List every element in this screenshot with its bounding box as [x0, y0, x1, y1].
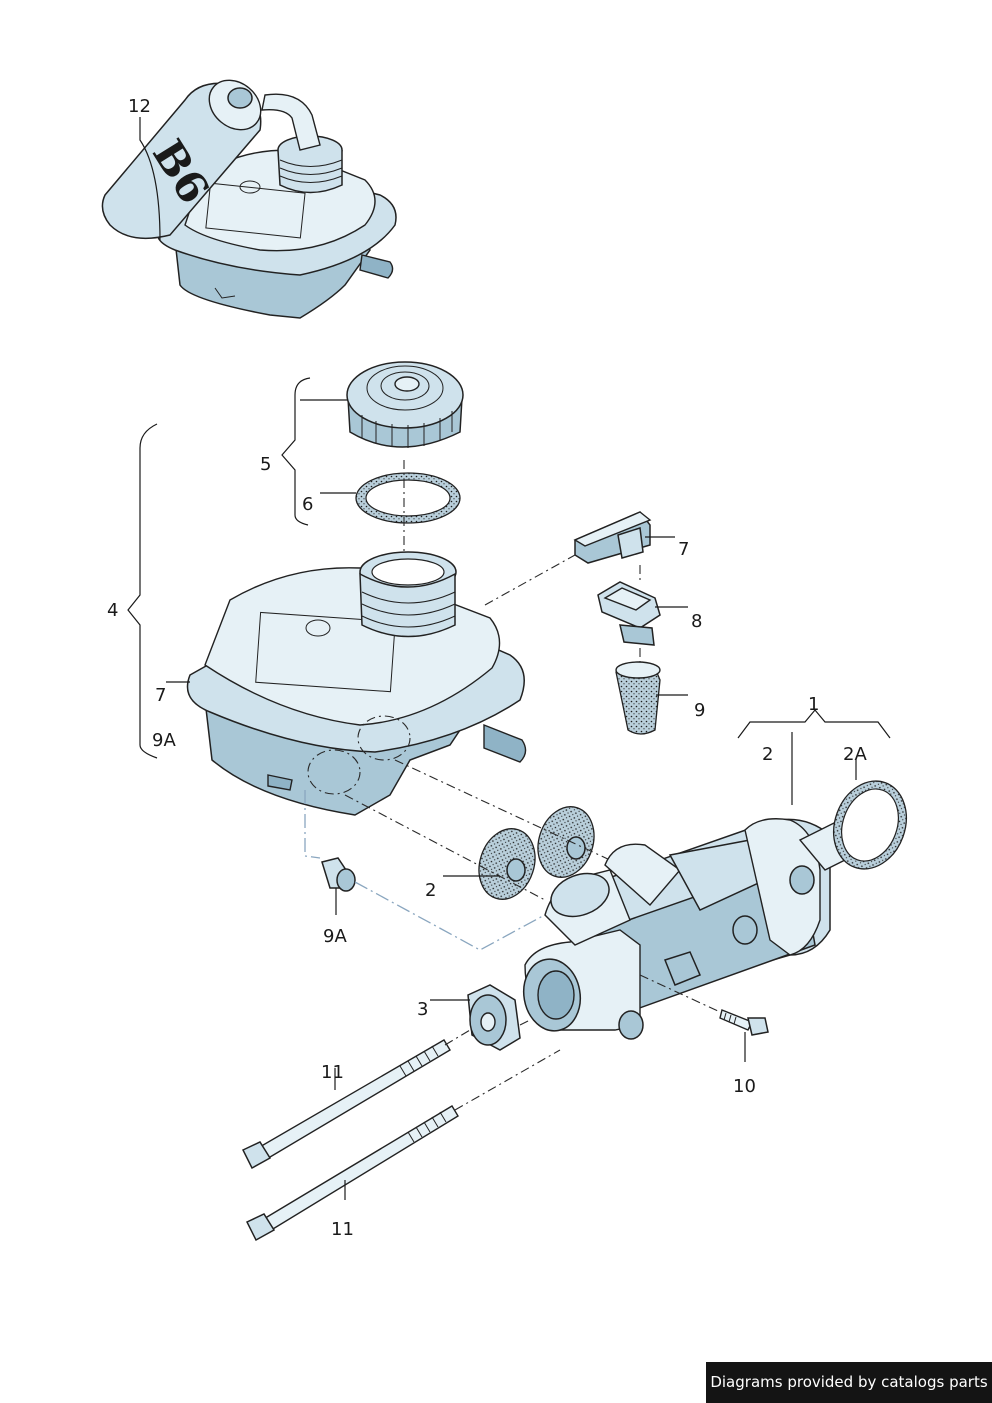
reservoir-seals: [478, 806, 595, 900]
fluid-bottle-assembly: B6: [101, 79, 397, 319]
long-stud-top: [241, 1039, 451, 1170]
plug-9A: [321, 857, 356, 892]
callout-11-bottom: 11: [331, 1219, 354, 1240]
callout-1: 1: [808, 694, 819, 715]
callout-7-reservoir: 7: [155, 685, 166, 706]
callout-3: 3: [417, 999, 428, 1020]
callout-12: 12: [128, 96, 151, 117]
callout-2-cylinder: 2: [762, 744, 773, 765]
credit-banner: Diagrams provided by catalogs parts: [706, 1362, 992, 1403]
callout-8: 8: [691, 611, 702, 632]
callout-9A-plug: 9A: [323, 926, 347, 947]
reservoir-cap: [346, 361, 464, 448]
callout-2-seals: 2: [425, 880, 436, 901]
callout-6: 6: [302, 494, 313, 515]
bolt-axis-line: [639, 974, 721, 1013]
callout-9: 9: [694, 700, 705, 721]
callout-labels: 12 5 6 4 7 9A 7 8 9 1 2 2A 2 9A 3 10 11 …: [107, 96, 867, 1240]
stud-axis-lines: [444, 1029, 561, 1111]
small-bolt: [719, 1009, 769, 1036]
callout-10: 10: [733, 1076, 756, 1097]
main-reservoir: [186, 551, 527, 816]
level-sensor-group: [573, 511, 661, 735]
sensor-mount-line: [484, 554, 576, 606]
seal-axis-lines: [344, 759, 611, 901]
mounting-nut: [467, 984, 521, 1051]
cylinder-oring: [833, 780, 907, 870]
leader-lines: [127, 117, 891, 1200]
callout-7-sensor: 7: [678, 539, 689, 560]
callout-2A: 2A: [843, 744, 867, 765]
callout-5: 5: [260, 454, 271, 475]
nut-axis-line: [519, 1019, 531, 1026]
callout-9A-bracket: 9A: [152, 730, 176, 751]
callout-4: 4: [107, 600, 118, 621]
callout-11-top: 11: [321, 1062, 344, 1083]
long-stud-bottom: [245, 1105, 459, 1242]
plug-path-line: [304, 790, 601, 951]
cap-gasket: [355, 472, 461, 524]
